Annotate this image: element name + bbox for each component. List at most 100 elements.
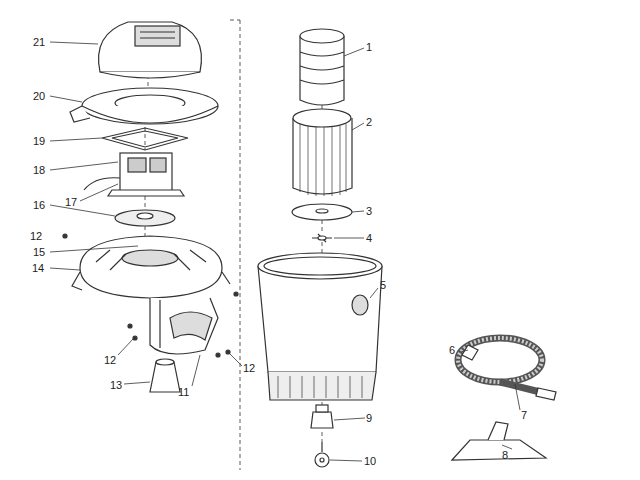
- deflector: [150, 359, 180, 392]
- tank-part: [352, 295, 368, 315]
- impeller: [115, 210, 175, 226]
- motor-housing-part: [222, 272, 230, 284]
- leader-lines-part: [502, 445, 512, 449]
- leader-lines-part: [192, 355, 200, 386]
- hose-part: [536, 388, 556, 400]
- handle-top-part: [82, 106, 218, 123]
- leader-lines-part: [118, 339, 133, 355]
- leader-lines-part: [50, 138, 102, 141]
- float-cage: [150, 298, 218, 354]
- leader-lines-part: [515, 384, 520, 410]
- handle-top-part: [82, 88, 218, 124]
- motor-part: [108, 190, 184, 196]
- callout-number: 18: [33, 164, 45, 176]
- leader-lines-part: [50, 162, 118, 170]
- wing-nut: [312, 234, 332, 242]
- screws-part: [234, 292, 238, 296]
- gasket-part: [112, 131, 178, 147]
- caster-part: [320, 458, 324, 462]
- leader-lines-part: [461, 350, 468, 352]
- hose-part: [500, 382, 540, 392]
- leader-lines-part: [334, 418, 365, 420]
- hose-part: [458, 338, 542, 382]
- wing-nut-part: [318, 236, 326, 240]
- alignment-lines-part: [322, 432, 323, 442]
- filter-disc-part: [292, 204, 352, 220]
- lid-part: [140, 37, 175, 38]
- motor-housing-part: [122, 250, 178, 266]
- callout-number: 8: [502, 449, 508, 461]
- nozzle-part: [488, 422, 508, 440]
- callout-number: 12: [243, 362, 255, 374]
- leader-lines-part: [230, 354, 242, 366]
- float-cage-part: [159, 300, 160, 348]
- float-cage-part: [150, 298, 218, 354]
- deflector-part: [150, 362, 180, 392]
- leader-lines-part: [370, 288, 378, 298]
- leader-lines-part: [50, 246, 138, 252]
- float-cage-part: [170, 312, 212, 340]
- leader-lines-part: [124, 382, 150, 384]
- filter-part: [300, 124, 346, 196]
- filter-part: [293, 118, 352, 194]
- tank-part: [268, 372, 376, 400]
- lid: [99, 22, 202, 78]
- alignment-lines-part: [240, 20, 241, 470]
- lid-part: [135, 26, 180, 46]
- power-cord: [84, 178, 120, 190]
- leader-lines-part: [352, 211, 364, 212]
- leader-lines-part: [50, 42, 98, 44]
- callout-number: 21: [33, 36, 45, 48]
- tank-part: [258, 253, 382, 279]
- callout-number: 20: [33, 90, 45, 102]
- screws-part: [226, 350, 230, 354]
- tank-part: [278, 376, 362, 398]
- screws-part: [216, 353, 220, 357]
- leader-lines-part: [344, 48, 364, 56]
- filter-cage: [300, 29, 344, 105]
- motor: [108, 153, 184, 196]
- alignment-lines-part: [322, 220, 323, 234]
- leader-lines-part: [50, 268, 80, 270]
- power-cord-part: [84, 178, 120, 190]
- motor-housing-part: [80, 236, 222, 298]
- wing-nut-part: [312, 234, 332, 242]
- screws-part: [133, 336, 137, 340]
- screws: [63, 234, 238, 357]
- filter-disc: [292, 204, 352, 220]
- callout-number: 19: [33, 135, 45, 147]
- caster-part: [321, 442, 322, 452]
- callout-number: 5: [380, 279, 386, 291]
- callout-number: 10: [364, 455, 376, 467]
- callout-number: 17: [65, 196, 77, 208]
- callout-number: 2: [366, 116, 372, 128]
- filter-cage-part: [300, 52, 344, 84]
- callout-number: 12: [104, 354, 116, 366]
- caster-part: [315, 453, 329, 467]
- callout-number: 13: [110, 379, 122, 391]
- callout-number: 4: [366, 232, 372, 244]
- callout-number: 7: [521, 409, 527, 421]
- filter-disc-part: [316, 209, 328, 213]
- deflector-part: [156, 359, 174, 365]
- leader-lines-part: [80, 184, 118, 201]
- caster-adapter: [311, 405, 333, 428]
- tank-part: [264, 257, 376, 275]
- filter-cage-part: [300, 36, 344, 105]
- leader-lines-part: [50, 96, 82, 102]
- motor-part: [150, 158, 166, 172]
- filter-part: [293, 109, 351, 127]
- callout-number: 6: [449, 344, 455, 356]
- filter: [293, 109, 352, 196]
- leader-lines-part: [330, 460, 362, 461]
- motor-housing-part: [96, 250, 206, 270]
- gasket-part: [102, 128, 188, 150]
- impeller-part: [137, 213, 153, 219]
- caster: [315, 442, 329, 467]
- motor-part: [120, 153, 172, 193]
- leader-lines-part: [352, 123, 364, 130]
- callout-number: 3: [366, 205, 372, 217]
- motor-housing: [72, 236, 230, 298]
- callout-number: 14: [32, 262, 44, 274]
